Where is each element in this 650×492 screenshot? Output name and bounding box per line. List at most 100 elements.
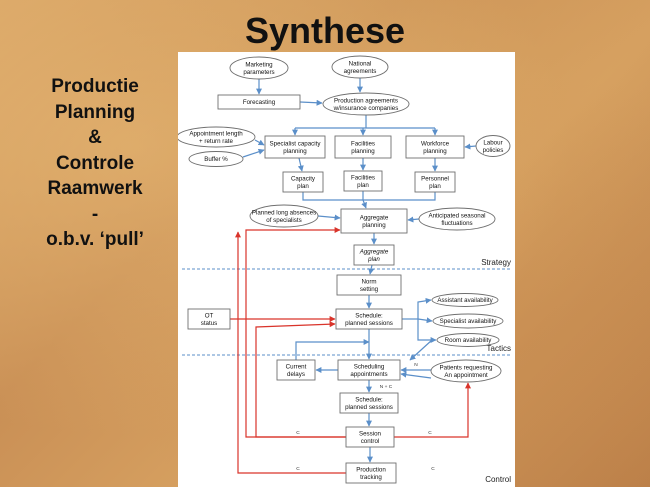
node-prod-agreements-text: Production agreements: [334, 97, 398, 104]
node-patients-text: An appointment: [444, 372, 488, 379]
edge-forecasting-agreements: [299, 99, 323, 106]
edge-session-aggregate: [245, 227, 346, 438]
side-line: o.b.v. ‘pull’: [46, 229, 144, 250]
side-line: -: [91, 203, 99, 225]
node-room: Room availability: [436, 333, 500, 347]
node-specialist-cap-text: planning: [283, 148, 307, 155]
edge-label-nc: N + C: [380, 384, 393, 390]
node-norm-text: Norm: [361, 278, 376, 285]
node-appointment-text: Appointment length: [189, 130, 243, 137]
node-ot-text: status: [201, 320, 218, 327]
node-delays-text: Current: [286, 363, 307, 370]
node-workforce-text: Workforce: [421, 140, 450, 147]
edge-to-room: [417, 319, 437, 343]
node-marketing-text: parameters: [243, 69, 274, 76]
node-national-text: agreements: [344, 68, 377, 75]
node-facilities-plan-text: plan: [357, 182, 369, 189]
node-workforce-text: planning: [423, 148, 447, 155]
edge-session-patients: [394, 382, 471, 438]
edge-plans-bus: [302, 192, 436, 201]
node-seasonal-text: fluctuations: [441, 220, 472, 227]
node-schedule2: Schedule:planned sessions: [339, 392, 399, 414]
node-delays-text: delays: [287, 371, 305, 378]
node-aggregate-planning-text: Aggregate: [360, 214, 389, 221]
node-facilities-planning-text: planning: [351, 148, 375, 155]
edge-absences-aggregate: [317, 214, 341, 221]
edge-plans-aggregate: [361, 191, 367, 209]
node-absences-text: of specialists: [266, 217, 301, 224]
node-buffer: Buffer %: [188, 151, 244, 167]
edge-to-assistant: [417, 297, 432, 319]
side-line: Planning: [54, 101, 136, 123]
node-personnel-plan-text: plan: [429, 183, 441, 190]
side-line: Productie: [51, 76, 139, 97]
side-caption: Productie Planning & Controle Raamwerk -…: [20, 74, 170, 253]
edge-buffer-cap: [242, 148, 265, 158]
node-marketing-text: Marketing: [245, 61, 273, 68]
edge-patients-scheduling-2: [400, 371, 432, 379]
node-buffer-text: Buffer %: [204, 156, 228, 163]
node-forecasting-text: Forecasting: [243, 99, 276, 106]
node-capacity-plan-text: plan: [297, 183, 309, 190]
node-personnel-plan-text: Personnel: [421, 175, 449, 182]
node-session-control-text: control: [361, 438, 380, 445]
node-assistant-text: Assistant availability: [437, 297, 493, 304]
edge-cap-capplan: [297, 157, 304, 172]
section-label-control: Control: [485, 475, 511, 484]
edge-room-scheduling: [409, 339, 433, 361]
node-specialist-avail-text: Specialist availability: [440, 318, 498, 325]
node-appointment-text: + return rate: [199, 138, 233, 145]
node-seasonal-text: Anticipated seasonal: [428, 212, 485, 219]
node-specialist-cap-text: Specialist capacity: [270, 140, 322, 147]
node-labour-text: Labour: [483, 139, 502, 146]
node-session-control-text: Session: [359, 430, 382, 437]
edge-label-c3: C: [296, 466, 300, 472]
node-specialist-avail: Specialist availability: [432, 313, 504, 329]
node-aggregate-plan-text: Aggregate: [359, 248, 389, 255]
node-absences-text: Planned long absences: [252, 209, 316, 216]
node-schedule1: Schedule:planned sessions: [335, 308, 403, 330]
node-labour-text: policies: [483, 147, 504, 154]
node-aggregate-planning-text: planning: [362, 222, 386, 229]
edge-label-c2: C: [428, 430, 432, 436]
edge-label-c4: C: [431, 466, 435, 472]
node-schedule2-text: Schedule:: [355, 396, 383, 403]
edge-label-c1: C: [296, 430, 300, 436]
slide-title: Synthese: [244, 10, 406, 51]
side-line: Raamwerk: [47, 178, 143, 199]
side-line: Controle: [55, 152, 135, 174]
node-room-text: Room availability: [445, 337, 493, 344]
edge-seasonal-aggregate: [407, 216, 420, 223]
edge-production-aggregate: [235, 231, 346, 474]
node-production-tracking-text: Production: [356, 466, 386, 473]
edge-session-schedule1: [255, 321, 346, 438]
node-prod-agreements-text: w/insurance companies: [333, 105, 399, 112]
edge-labour-workforce: [464, 143, 477, 150]
node-patients-text: Patients requesting: [440, 364, 494, 371]
side-line: &: [88, 127, 102, 148]
node-capacity-plan-text: Capacity: [291, 175, 316, 182]
node-scheduling-text: Scheduling: [354, 363, 385, 370]
node-appointment: Appointment length+ return rate: [176, 126, 256, 148]
edge-to-specialist-avail: [417, 317, 433, 324]
